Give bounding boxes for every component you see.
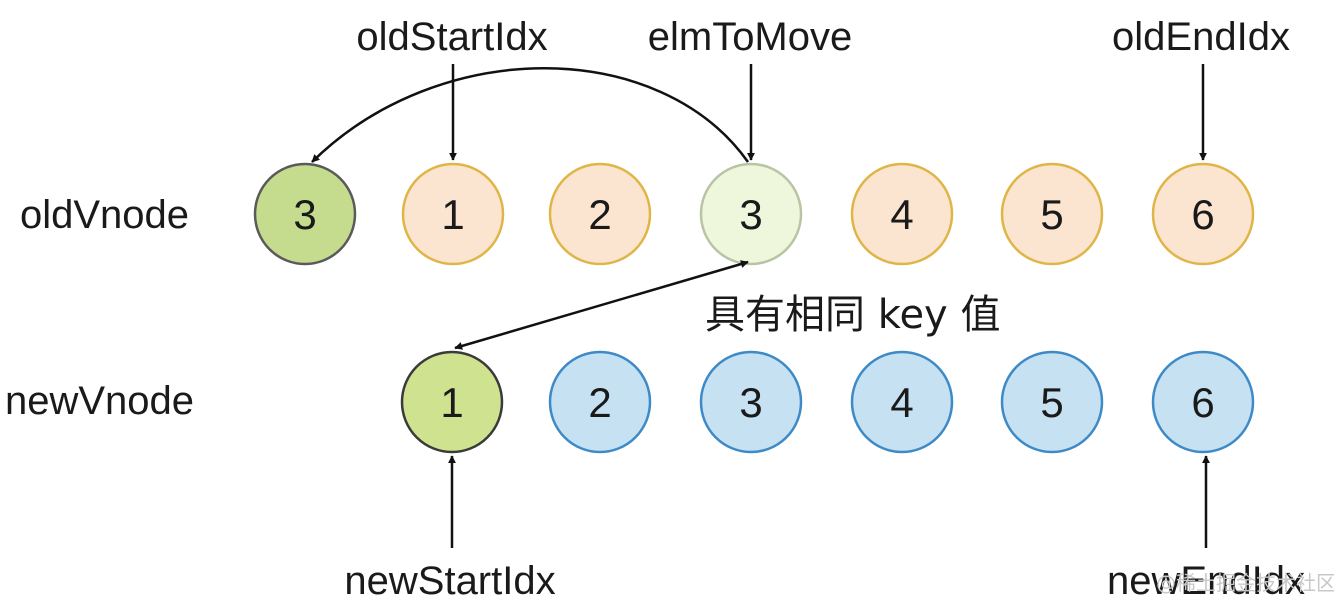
old-node-elm-to-move: 3 xyxy=(699,162,803,266)
move-arc-arrow xyxy=(311,67,750,163)
new-node: 5 xyxy=(1000,350,1104,454)
same-key-annotation: 具有相同 key 值 xyxy=(705,292,1000,338)
watermark: @稀土掘金技术社区 xyxy=(1156,571,1334,595)
old-start-idx-label: oldStartIdx xyxy=(356,15,547,59)
new-node-value: 1 xyxy=(440,379,463,426)
old-node-value: 3 xyxy=(293,191,316,238)
new-node: 6 xyxy=(1151,350,1255,454)
old-node: 5 xyxy=(1000,162,1104,266)
old-node-value: 4 xyxy=(890,191,913,238)
old-node-value: 5 xyxy=(1040,191,1063,238)
same-key-link-arrow xyxy=(454,260,749,350)
new-node-matched: 1 xyxy=(400,350,504,454)
old-node-value: 3 xyxy=(739,191,762,238)
old-node-value: 2 xyxy=(588,191,611,238)
elm-to-move-label: elmToMove xyxy=(648,15,853,59)
old-end-idx-label: oldEndIdx xyxy=(1112,15,1290,59)
old-node: 2 xyxy=(548,162,652,266)
new-node: 2 xyxy=(548,350,652,454)
old-vnode-row-label: oldVnode xyxy=(20,193,189,237)
new-node-value: 3 xyxy=(739,379,762,426)
new-node: 3 xyxy=(699,350,803,454)
old-node: 6 xyxy=(1151,162,1255,266)
new-node-value: 2 xyxy=(588,379,611,426)
old-node: 4 xyxy=(850,162,954,266)
old-node-value: 1 xyxy=(441,191,464,238)
new-node-value: 5 xyxy=(1040,379,1063,426)
old-node-moved: 3 xyxy=(253,162,357,266)
new-start-idx-label: newStartIdx xyxy=(344,559,555,603)
new-node: 4 xyxy=(850,350,954,454)
new-node-value: 6 xyxy=(1191,379,1214,426)
old-node: 1 xyxy=(401,162,505,266)
new-vnode-row-label: newVnode xyxy=(5,379,194,423)
new-node-value: 4 xyxy=(890,379,913,426)
old-node-value: 6 xyxy=(1191,191,1214,238)
new-end-idx-label: newEndIdx xyxy=(1107,559,1305,603)
